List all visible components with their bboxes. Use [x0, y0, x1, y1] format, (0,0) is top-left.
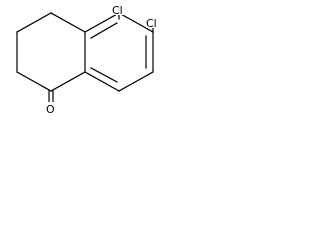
structure-canvas: Cl Cl O — [0, 0, 198, 121]
bond-aromatic-inner-3 — [90, 67, 118, 83]
bond-c5-c6 — [118, 12, 154, 33]
bond-c3-c2 — [16, 12, 52, 33]
bond-aromatic-inner-1 — [90, 22, 118, 39]
cl-top-mask — [112, 3, 126, 15]
bond-c4a-c5 — [84, 12, 120, 33]
cl-top-label: Cl — [112, 4, 123, 17]
molecule-drawing: Cl Cl O — [16, 3, 160, 116]
bond-c1-ca — [16, 71, 52, 92]
oxygen-mask — [45, 102, 56, 114]
bond-c8-c8a — [84, 71, 120, 92]
bond-c7-c8 — [118, 71, 154, 92]
bond-ca-c8a — [50, 71, 86, 92]
oxygen-label: O — [46, 103, 55, 116]
bond-c4-c3 — [50, 12, 86, 33]
cl-right-label: Cl — [146, 17, 157, 30]
cl-right-mask — [146, 16, 160, 28]
